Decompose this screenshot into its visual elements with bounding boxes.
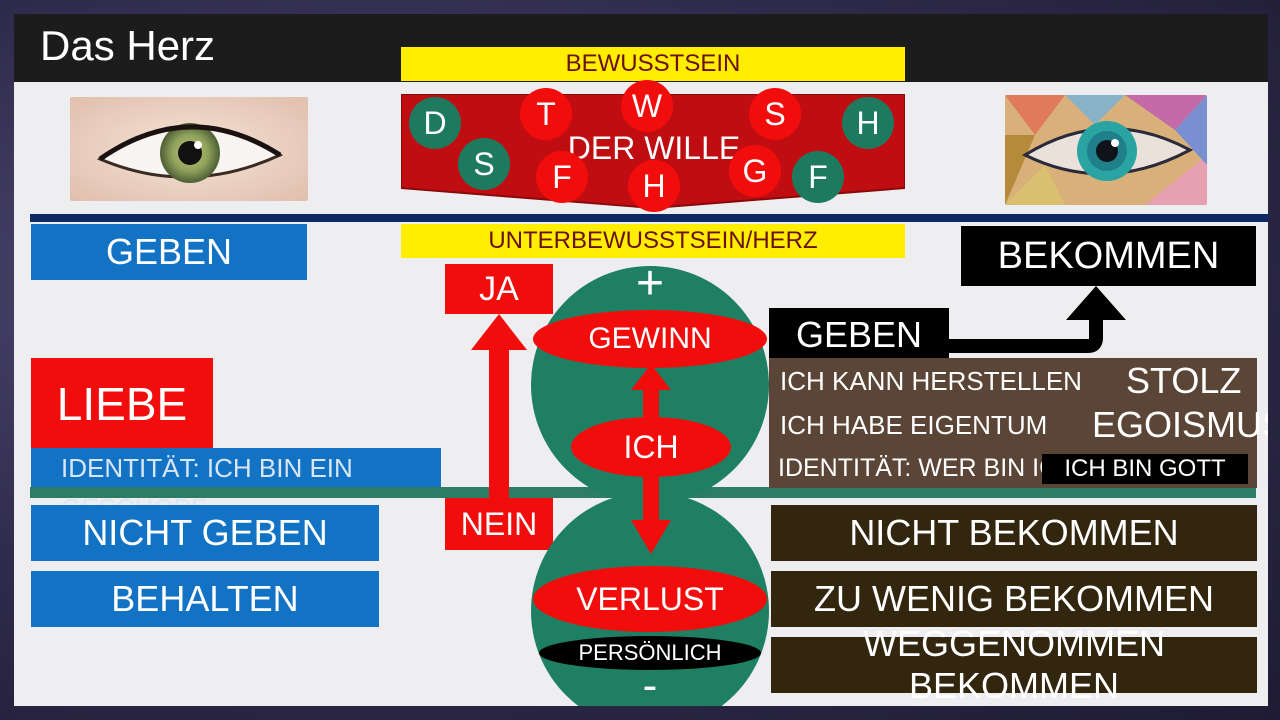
geben-right-box: GEBEN [769, 308, 949, 362]
letter-f-green-dot: F [792, 151, 844, 203]
conscious-divider-line [30, 214, 1268, 222]
der-wille-label: DER WILLE [567, 129, 741, 166]
persoenlich-ellipse: PERSÖNLICH [539, 636, 761, 670]
egoismus-text: EGOISMUS [1092, 404, 1268, 445]
nein-to-ja-arrow [471, 314, 527, 500]
geben-left-box: GEBEN [31, 224, 307, 280]
identitaet-geschoepf-box: IDENTITÄT: ICH BIN EIN GESCHÖPF [31, 448, 441, 523]
liebe-box: LIEBE [31, 358, 213, 450]
gewinn-ellipse: GEWINN [533, 310, 767, 368]
ego-panel [769, 358, 1257, 450]
ich-habe-eigentum-text: ICH HABE EIGENTUM [780, 410, 1048, 440]
nicht-geben-box: NICHT GEBEN [31, 505, 379, 561]
letter-g-dot: G [729, 145, 781, 197]
page-title: Das Herz [40, 22, 216, 69]
letter-s-green-dot: S [458, 138, 510, 190]
ich-ellipse: ICH [571, 417, 731, 477]
ja-box: JA [445, 264, 553, 314]
weggenommen-bekommen-box: WEGGENOMMEN BEKOMMEN [771, 623, 1257, 706]
mosaic-eye-image [1005, 95, 1207, 205]
geben-to-bekommen-arrow [948, 286, 1126, 353]
bewusstsein-bar: BEWUSSTSEIN [401, 47, 905, 81]
letter-d-dot: D [409, 97, 461, 149]
slide: Das Herz [14, 14, 1268, 706]
ich-kann-herstellen-text: ICH KANN HERSTELLEN [780, 366, 1082, 396]
ich-to-gewinn-arrow [631, 364, 671, 424]
letter-h-green-dot: H [842, 97, 894, 149]
minus-sign: - [642, 661, 658, 706]
ich-bin-gott-box: ICH BIN GOTT [1042, 454, 1248, 484]
identitaet-wer-bin-ich-text: IDENTITÄT: WER BIN ICH? [778, 454, 1090, 482]
zu-wenig-bekommen-box: ZU WENIG BEKOMMEN [771, 571, 1257, 627]
unterbewusstsein-bar: UNTERBEWUSSTSEIN/HERZ [401, 224, 905, 258]
verlust-ellipse: VERLUST [533, 566, 767, 632]
letter-t-dot: T [520, 88, 572, 140]
nicht-bekommen-box: NICHT BEKOMMEN [771, 505, 1257, 561]
behalten-box: BEHALTEN [31, 571, 379, 627]
letter-h-red-dot: H [628, 160, 680, 212]
plus-sign: + [635, 256, 665, 310]
letter-f-red-dot: F [536, 151, 588, 203]
ich-to-verlust-arrow [631, 474, 671, 554]
stolz-text: STOLZ [1126, 360, 1242, 401]
letter-s-red-dot: S [749, 88, 801, 140]
nein-box: NEIN [445, 498, 553, 550]
natural-eye-image [70, 97, 308, 201]
letter-w-dot: W [621, 80, 673, 132]
bekommen-box: BEKOMMEN [961, 226, 1256, 286]
